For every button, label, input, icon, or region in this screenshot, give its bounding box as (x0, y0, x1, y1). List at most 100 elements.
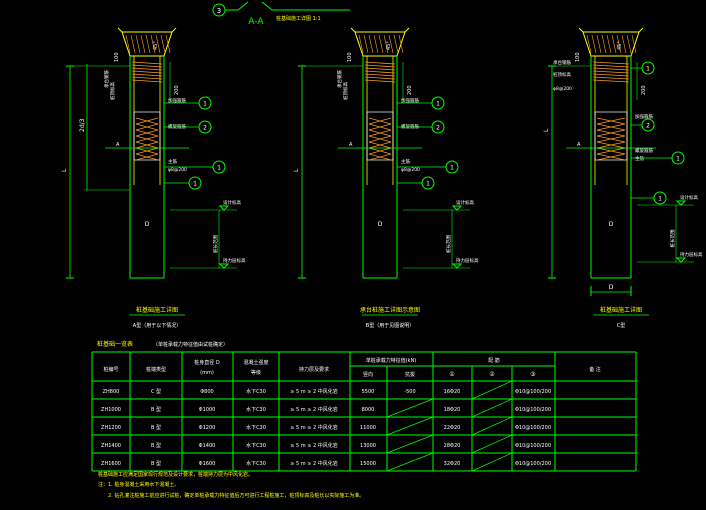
callout-number: 1 (658, 196, 662, 203)
cell-pile-no: ZH1000 (101, 407, 121, 413)
cell-capacity-vertical: 5500 (362, 389, 375, 395)
stirrup-cross (596, 129, 626, 137)
cap-hatch (393, 34, 399, 54)
callout-number: 2 (646, 123, 650, 130)
spiral-stirrup (131, 67, 163, 71)
callout-number: 2 (436, 125, 440, 132)
cell-capacity-vertical: 15000 (360, 461, 376, 467)
note-line: 桩基础施工应满足国家现行规范及设计要求，桩端持力层为中风化岩。 (98, 471, 253, 478)
cell-rebar-1: 28Φ20 (444, 443, 461, 449)
cell-slash (386, 434, 434, 454)
stirrup-cross (368, 117, 392, 125)
cell-diameter: Φ1000 (199, 407, 216, 413)
cap-hatch (611, 34, 617, 54)
dim-text: 200 (174, 85, 180, 95)
section-marker: 3 A-A 桩基础施工详图 1:1 (212, 1, 350, 27)
reinforcement-zone (133, 111, 161, 161)
cell-bearing: ≥ 5 m ≥ 2 中风化岩 (290, 442, 338, 449)
cap-hatch (160, 34, 166, 54)
rebar-label: 加强箍筋 (168, 97, 186, 104)
spiral-stirrup (364, 76, 396, 80)
pile-detail-subtitle: C型 (617, 322, 626, 329)
rebar-label: 桩顶标高 (342, 82, 349, 100)
elevation-label: 设计标高 (456, 199, 474, 206)
callout-circle (198, 120, 212, 134)
pile-cap-edge (117, 27, 123, 33)
pile-detail-title: 桩基础施工详图 (600, 306, 642, 314)
dim-text: 45° (386, 41, 392, 50)
section-circle-number: 3 (217, 7, 221, 15)
callout-circle (671, 151, 685, 165)
note-line: 注：1. 桩身混凝土采用水下混凝土。 (98, 481, 179, 488)
depth-label: L (543, 128, 550, 132)
cell-concrete: 水下C30 (246, 388, 266, 395)
elevation-symbol (451, 205, 463, 211)
callout-number: 1 (436, 101, 440, 108)
spiral-stirrup (364, 61, 396, 65)
stirrup-cross (135, 135, 159, 143)
cell-bearing: ≥ 5 m ≥ 2 中风化岩 (290, 424, 338, 431)
cap-hatch (601, 34, 607, 54)
spiral-stirrup (364, 64, 396, 68)
cap-hatch (621, 34, 627, 54)
spiral-stirrup (592, 64, 630, 68)
stirrup-cross (596, 153, 626, 161)
elevation-symbol (675, 257, 687, 263)
spiral-stirrup (131, 61, 163, 65)
rebar-label: 主筋 (168, 158, 177, 165)
callout-circle (641, 118, 655, 132)
pile-cap-edge (638, 27, 644, 33)
pile-detail-title: 桩基础施工详图 (136, 306, 178, 314)
cap-hatch (591, 34, 597, 54)
cell-type: C 型 (151, 388, 161, 395)
section-mark-label: A (349, 142, 353, 148)
rebar-label: 主筋 (401, 158, 410, 165)
cell-slash (471, 452, 513, 472)
rebar-label: φ8@200 (401, 167, 420, 173)
table-header: 持力层及要求 (299, 366, 329, 373)
cell-diameter: Φ800 (200, 389, 213, 395)
notes-block: 桩基础施工应满足国家现行规范及设计要求，桩端持力层为中风化岩。注：1. 桩身混凝… (98, 471, 364, 499)
stirrup-cross (368, 147, 392, 155)
pile-detail-a: AD10045°200L2d/3承台钢筋桩顶标高加强箍筋螺旋箍筋主筋φ8@200… (61, 27, 246, 329)
callout-number: 1 (450, 165, 454, 172)
cap-hatch (373, 34, 379, 54)
elevation-label: 持力层标高 (680, 251, 703, 258)
stirrup-cross (135, 129, 159, 137)
pile-schedule-table: 桩基础一览表（单桩承载力特征值由试桩确定）桩编号桩端类型桩身直径 D(mm)混凝… (91, 340, 637, 472)
cell-concrete: 水下C30 (246, 460, 266, 467)
elevation-label: 持力层标高 (223, 257, 246, 264)
spiral-stirrup (364, 79, 396, 83)
callout-circle (431, 96, 445, 110)
section-title: A-A (248, 17, 264, 27)
table-header: 单桩承载力特征值(kN) (366, 357, 417, 364)
spiral-stirrup (131, 73, 163, 77)
cap-hatch (626, 34, 632, 54)
elevation-label: 设计标高 (223, 199, 241, 206)
cap-hatch (140, 34, 146, 54)
cap-hatch (606, 34, 612, 54)
callout-circle (198, 96, 212, 110)
elevation-symbol (675, 200, 687, 206)
cap-hatch (155, 34, 161, 54)
elevation-label: 持力层标高 (456, 257, 479, 264)
elevation-range-label: 桩长范围 (445, 235, 452, 253)
rebar-label: 承台钢筋 (553, 59, 571, 66)
pile-detail-c: ADD10045°200L承台钢筋桩顶标高φ8@200加强箍筋螺旋箍筋主筋121… (543, 27, 703, 329)
cell-pile-no: ZH800 (103, 389, 120, 395)
diameter-label: D (609, 221, 614, 228)
cell-type: B 型 (151, 406, 161, 413)
reinforcement-zone (594, 111, 628, 161)
table-header: 混凝土强度 (243, 359, 268, 366)
callout-number: 1 (676, 156, 680, 163)
note-line: 2. 钻孔灌注桩施工前应进行试桩，确定单桩承载力特征值后方可进行工程桩施工，桩顶… (108, 492, 364, 499)
spiral-stirrup (364, 73, 396, 77)
dim-text: 45° (617, 41, 623, 50)
pile-detail-title: 承台桩施工详图示意图 (360, 306, 420, 314)
cap-hatch (135, 34, 141, 54)
cell-capacity-vertical: 11000 (360, 425, 376, 431)
stirrup-cross (135, 141, 159, 149)
dim-text: 100 (114, 52, 120, 62)
depth-label: 2d/3 (79, 118, 86, 132)
